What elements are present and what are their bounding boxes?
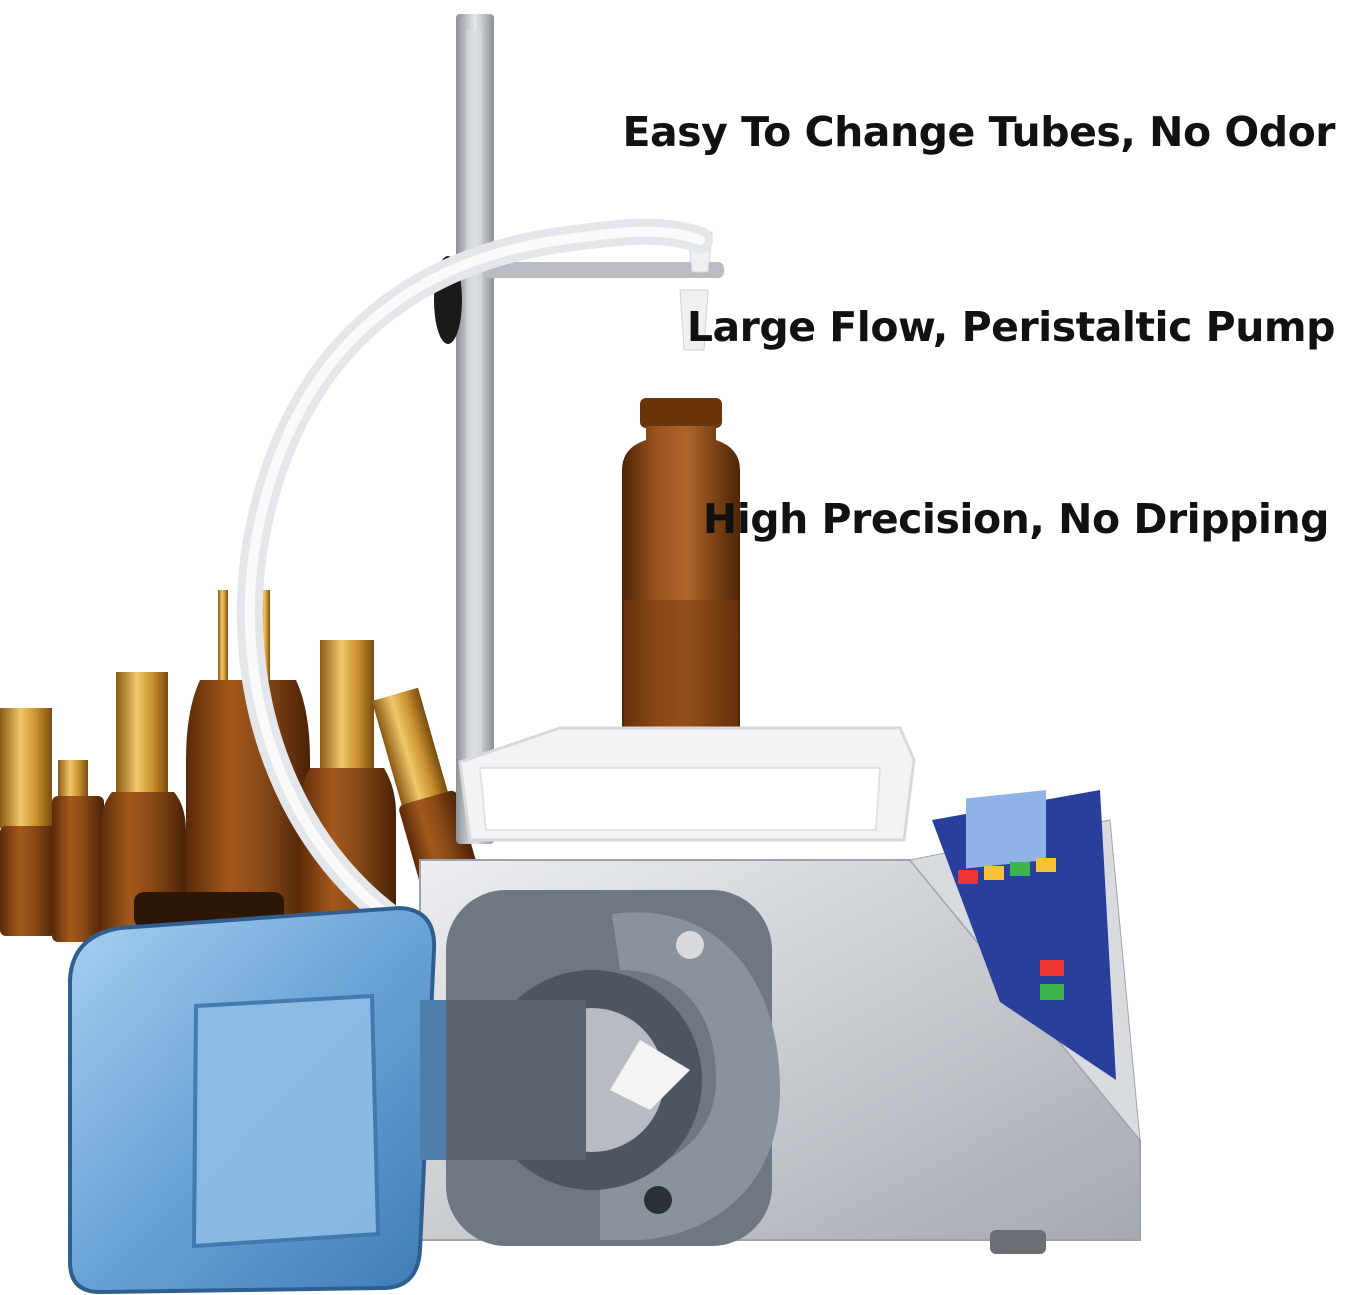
feature-caption-2: Large Flow, Peristaltic Pump [686, 303, 1336, 351]
screw [676, 931, 704, 959]
nozzle-arm [484, 262, 724, 278]
machine-foot [990, 1230, 1046, 1254]
lcd-screen [966, 790, 1046, 869]
gold-cap [320, 640, 374, 770]
amber-bottle [52, 796, 104, 942]
rotor [610, 1040, 690, 1110]
gold-cap [260, 590, 270, 680]
gold-cap [371, 687, 449, 807]
panel-buttons[interactable] [958, 858, 1064, 1000]
pump-head[interactable] [446, 890, 780, 1246]
gold-cap [0, 708, 52, 828]
target-bottle [622, 398, 740, 760]
gold-cap [116, 672, 168, 792]
feature-caption-3: High Precision, No Dripping [702, 495, 1330, 543]
gold-cap [58, 760, 88, 800]
gold-cap [218, 590, 228, 680]
screw [644, 1186, 672, 1214]
feature-caption-1: Easy To Change Tubes, No Odor [622, 108, 1335, 156]
pump-cover[interactable] [68, 905, 446, 1295]
cover-hinge [420, 1000, 446, 1160]
amber-bottle [0, 826, 56, 936]
